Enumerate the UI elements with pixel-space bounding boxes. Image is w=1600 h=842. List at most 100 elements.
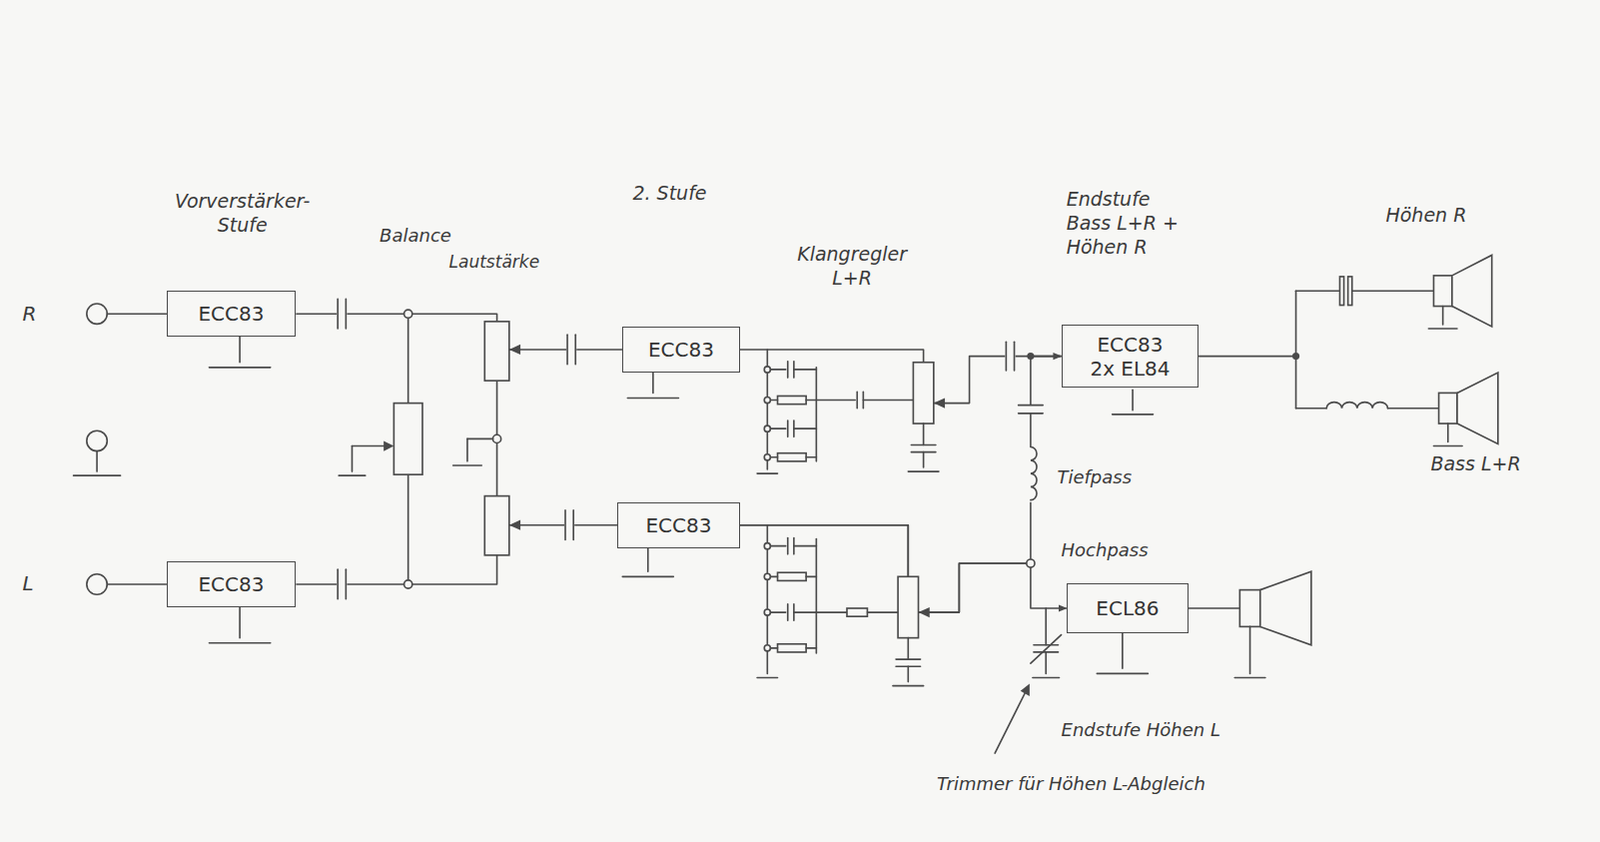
loudspeaker <box>1433 445 1463 448</box>
ground-symbol <box>1121 633 1124 670</box>
loudspeaker <box>1452 254 1493 327</box>
tone-control-network <box>778 644 807 653</box>
input-jack <box>95 451 98 472</box>
output-network <box>1387 407 1439 410</box>
input-jack <box>86 430 107 451</box>
control-label: Klangregler L+R <box>775 242 928 291</box>
tone-potentiometer <box>906 666 909 682</box>
trimmer-capacitor <box>1044 652 1047 674</box>
tone-control-network <box>764 645 771 652</box>
tone-control-network <box>787 420 790 437</box>
trimmer-capacitor <box>994 608 1061 754</box>
tone-potentiometer <box>918 607 930 618</box>
output-network <box>1188 276 1439 609</box>
tube-box: ECL86 <box>1066 583 1190 633</box>
volume-potentiometer <box>509 344 521 355</box>
tube-type: ECL86 <box>1095 596 1159 621</box>
loudspeaker <box>1457 372 1499 445</box>
tone-potentiometer <box>892 362 945 687</box>
coupling-capacitor <box>336 298 347 329</box>
tone-control-network <box>764 573 771 580</box>
output-network <box>1339 276 1344 306</box>
ground-symbol <box>622 576 674 579</box>
volume-potentiometer <box>453 464 483 467</box>
ground-symbol <box>238 607 241 639</box>
loudspeaker <box>1447 423 1450 442</box>
tone-control-network <box>778 395 807 404</box>
crossover-filter <box>1018 404 1044 407</box>
coupling-capacitor <box>564 510 567 541</box>
crossover-filter <box>1023 447 1040 503</box>
tone-control-network <box>764 454 771 461</box>
output-network <box>1296 289 1341 292</box>
trimmer-capacitor <box>1033 644 1059 647</box>
coupling-capacitor <box>574 334 577 365</box>
crossover-filter <box>1026 352 1034 360</box>
ground-symbol <box>208 336 1153 674</box>
loudspeaker <box>1428 327 1458 330</box>
balance-potentiometer <box>351 445 386 448</box>
tone-control-network <box>815 539 818 654</box>
tone-potentiometer <box>910 444 936 447</box>
tone-potentiometer <box>922 423 925 445</box>
tone-control-network <box>805 399 816 402</box>
tone-potentiometer <box>892 685 924 688</box>
crossover-filter <box>1030 447 1037 501</box>
ground-symbol <box>1112 413 1154 416</box>
tone-control-network <box>805 647 816 650</box>
volume-potentiometer <box>484 321 510 381</box>
volume-potentiometer <box>453 321 521 556</box>
volume-potentiometer <box>484 496 510 556</box>
coupling-capacitor <box>566 334 577 365</box>
tone-control-network <box>855 391 858 408</box>
loudspeaker <box>1249 626 1252 674</box>
tube-box: ECC83 <box>622 326 740 373</box>
tone-control-network <box>794 545 816 548</box>
loudspeaker <box>1442 306 1445 325</box>
loudspeaker <box>1439 392 1458 424</box>
tone-control-network <box>764 425 771 432</box>
tone-control-network <box>815 399 855 402</box>
tone-control-network <box>757 349 913 679</box>
tube-type: ECC83 <box>197 301 264 326</box>
balance-potentiometer <box>351 446 354 473</box>
output-network <box>1295 290 1298 409</box>
tube-box: ECC83 <box>166 290 297 337</box>
ground-symbol <box>627 397 679 400</box>
balance-potentiometer <box>338 474 366 477</box>
tone-control-network <box>794 368 816 371</box>
tone-control-network <box>794 611 816 614</box>
volume-potentiometer <box>492 434 501 443</box>
coupling-capacitor <box>336 569 339 600</box>
control-label: Balance <box>379 224 452 248</box>
loudspeaker <box>1433 275 1452 307</box>
tone-control-network <box>757 677 778 680</box>
filter-label: Tiefpass <box>1056 466 1132 490</box>
tube-type: ECC83 2x EL84 <box>1086 332 1175 381</box>
tone-potentiometer <box>907 470 939 473</box>
tone-control-network <box>805 576 816 579</box>
output-network <box>1326 402 1388 409</box>
ground-symbol <box>208 366 270 369</box>
channel-label: R <box>21 301 36 327</box>
crossover-filter <box>1018 412 1044 415</box>
coupling-capacitor <box>1004 341 1015 371</box>
trimmer-capacitor <box>1020 684 1030 697</box>
tone-control-network <box>787 537 790 554</box>
loudspeaker <box>1234 677 1266 680</box>
balance-potentiometer <box>404 580 413 589</box>
ground-symbol <box>652 372 655 393</box>
stage-label: Vorverstärker-Stufe <box>162 189 321 238</box>
tone-control-network <box>862 399 913 402</box>
balance-potentiometer <box>404 309 413 318</box>
tone-control-network <box>787 361 790 378</box>
coupling-capacitor <box>345 298 348 329</box>
tone-control-network <box>866 611 898 614</box>
tone-control-network <box>778 572 807 581</box>
tone-potentiometer <box>895 658 921 661</box>
tone-control-network <box>757 472 778 475</box>
output-network <box>1188 607 1240 610</box>
output-network <box>1198 355 1296 358</box>
